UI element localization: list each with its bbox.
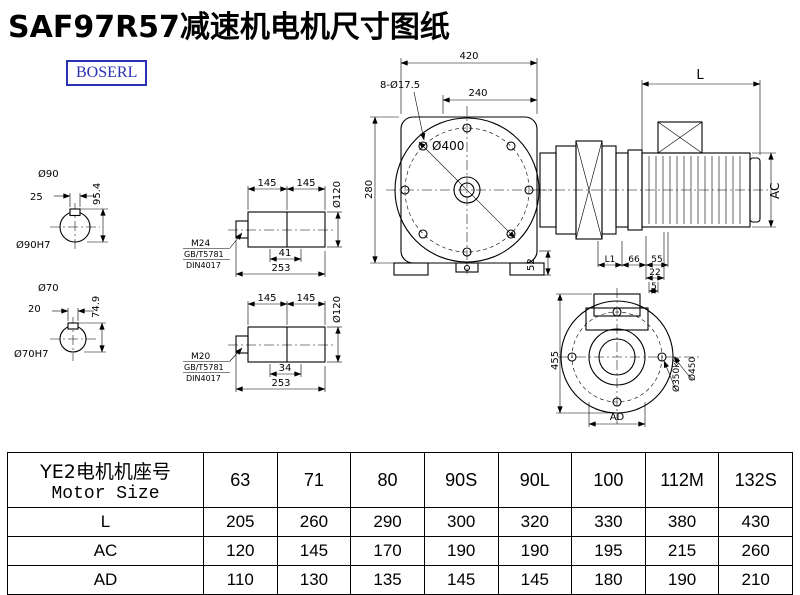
table-row-AC: AC 120 145 170 190 190 195 215 260 [7,536,793,566]
motor-size-100: 100 [571,452,646,508]
cell-L-5: 330 [571,507,646,537]
motor-size-71: 71 [276,452,352,508]
cell-AC-7: 260 [718,536,793,566]
motor-size-table: YE2电机机座号 Motor Size 63 71 80 90S 90L 100… [7,452,793,595]
cell-AD-1: 130 [276,565,352,595]
dim-stub2-depth: 34 [279,363,292,374]
dim-stub1-std2: DIN4017 [186,261,221,270]
dim-stub2-total: 253 [271,378,290,389]
cell-AD-0: 110 [203,565,278,595]
dim-front-width: 420 [459,51,478,62]
cell-L-0: 205 [203,507,278,537]
table-header-en: Motor Size [51,483,160,504]
motor-size-112m: 112M [644,452,720,508]
dim-stub1-thread: M24 [191,239,210,249]
cell-AD-5: 180 [571,565,646,595]
row-label-AD: AD [7,565,204,595]
dim-stub1-dia: Ø120 [331,181,343,208]
table-header-cn: YE2电机机座号 [40,460,171,483]
dim-stub2-l2: 145 [296,293,315,304]
dim-shaft1-bore: Ø90H7 [16,239,50,251]
dim-shaft1-dia: Ø90 [38,168,59,180]
cell-AD-3: 145 [423,565,499,595]
dim-shaft1-height: 95.4 [92,183,103,205]
shaft-side-view-m24: 145 145 Ø120 M24 GB/T5781 DIN4017 41 253 [183,178,343,277]
dim-stub2-thread: M20 [191,352,210,362]
cell-AC-6: 215 [644,536,720,566]
output-flange-view: 455 Ø350k6 Ø450 AD [550,288,702,427]
motor-size-90s: 90S [423,452,499,508]
dim-front-foot: 52 [526,258,537,271]
dim-stub1-total: 253 [271,263,290,274]
cell-AD-4: 145 [497,565,573,595]
dim-stub1-depth: 41 [279,248,292,259]
page-title: SAF97R57减速机电机尺寸图纸 [8,10,450,45]
dim-shaft2-key: 20 [28,304,41,315]
cell-AC-1: 145 [276,536,352,566]
dim-stub2-l1: 145 [257,293,276,304]
dim-motor-length: L [696,68,704,83]
shaft-end-view-90: Ø90 25 95.4 Ø90H7 [16,168,108,251]
cell-AC-2: 170 [350,536,425,566]
dim-front-inner: 240 [468,88,487,99]
motor-size-80: 80 [350,452,425,508]
dim-motor-5: 5 [651,282,657,292]
table-header-cell: YE2电机机座号 Motor Size [7,452,204,508]
brand-logo: BOSERL [66,60,148,86]
cell-L-4: 320 [497,507,573,537]
dim-shaft1-key: 25 [30,192,43,203]
cell-AD-6: 190 [644,565,720,595]
dim-flange-height: 455 [550,351,561,370]
dim-flange-ad: AD [610,412,625,423]
dim-stub2-dia: Ø120 [331,296,343,323]
dim-stub1-l1: 145 [257,178,276,189]
table-header-row: YE2电机机座号 Motor Size 63 71 80 90S 90L 100… [7,452,793,508]
shaft-side-view-m20: 145 145 Ø120 M20 GB/T5781 DIN4017 34 253 [183,293,343,392]
cell-L-3: 300 [423,507,499,537]
cell-AC-0: 120 [203,536,278,566]
dim-flange-outer: Ø450 [687,356,698,381]
cell-AC-4: 190 [497,536,573,566]
cell-AC-5: 195 [571,536,646,566]
table-row-AD: AD 110 130 135 145 145 180 190 210 [7,565,793,595]
dim-stub2-std2: DIN4017 [186,374,221,383]
motor-size-90l: 90L [497,452,573,508]
cell-AC-3: 190 [423,536,499,566]
dim-stub1-std1: GB/T5781 [184,250,224,259]
dim-motor-ac: AC [768,183,782,199]
row-label-L: L [7,507,204,537]
dim-motor-66: 66 [628,255,640,265]
motor-side-view: L AC L1 66 55 22 5 [537,68,782,294]
motor-size-63: 63 [203,452,278,508]
dim-motor-l1: L1 [605,255,616,265]
dim-stub2-std1: GB/T5781 [184,363,224,372]
cell-AD-2: 135 [350,565,425,595]
cell-AD-7: 210 [718,565,793,595]
dim-front-holes: 8-Ø17.5 [380,79,420,91]
dim-front-dia: Ø400 [432,139,464,153]
cell-L-1: 260 [276,507,352,537]
cell-L-7: 430 [718,507,793,537]
dim-flange-bolt-circle: Ø350k6 [671,357,682,392]
dim-motor-22: 22 [649,268,660,278]
technical-drawing: Ø90 25 95.4 Ø90H7 Ø70 20 74.9 Ø70H7 [14,51,782,427]
cell-L-2: 290 [350,507,425,537]
cell-L-6: 380 [644,507,720,537]
dim-front-height: 280 [364,180,375,199]
dim-shaft2-bore: Ø70H7 [14,348,48,360]
table-row-L: L 205 260 290 300 320 330 380 430 [7,507,793,537]
dim-stub1-l2: 145 [296,178,315,189]
row-label-AC: AC [7,536,204,566]
shaft-end-view-70: Ø70 20 74.9 Ø70H7 [14,282,106,361]
motor-size-132s: 132S [718,452,793,508]
dim-shaft2-dia: Ø70 [38,282,59,294]
dim-shaft2-height: 74.9 [91,296,102,318]
dim-motor-55: 55 [651,255,662,265]
gearbox-front-view: 420 8-Ø17.5 240 Ø400 280 52 [364,51,552,276]
